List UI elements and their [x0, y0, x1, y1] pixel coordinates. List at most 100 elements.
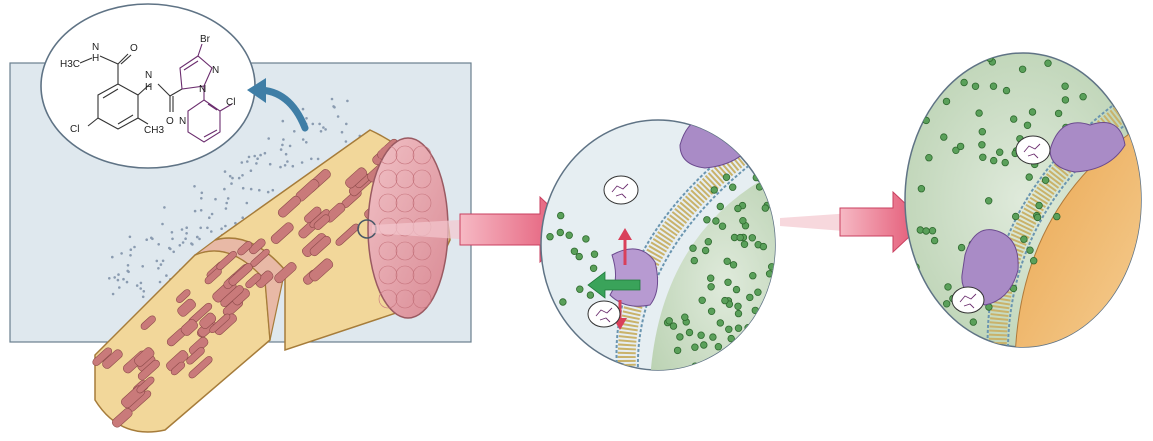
spray-droplet — [345, 140, 348, 143]
spray-droplet — [142, 296, 145, 299]
calcium-ion — [1045, 60, 1052, 67]
spray-droplet — [258, 189, 261, 192]
spray-droplet — [231, 177, 234, 180]
calcium-ion — [1002, 159, 1009, 166]
spray-droplet — [241, 174, 244, 177]
spray-droplet — [159, 281, 162, 284]
group-h3c: H3C — [60, 59, 80, 70]
calcium-ion — [929, 227, 936, 234]
calcium-ion — [725, 279, 732, 286]
calcium-ion — [957, 143, 964, 150]
calcium-ion — [686, 329, 693, 336]
calcium-ion — [760, 243, 767, 250]
calcium-ion — [755, 289, 762, 296]
calcium-ion — [711, 187, 718, 194]
calcium-ion — [557, 212, 564, 219]
spray-droplet — [289, 145, 292, 148]
spray-droplet — [126, 281, 129, 284]
calcium-ion — [1003, 87, 1010, 94]
spray-droplet — [317, 158, 320, 161]
calcium-ion — [1012, 213, 1019, 220]
spray-droplet — [111, 256, 114, 259]
atom-n-methylamide: N — [92, 42, 99, 53]
spray-droplet — [337, 115, 340, 118]
spray-droplet — [190, 242, 193, 245]
spray-droplet — [117, 273, 120, 276]
spray-droplet — [267, 191, 270, 194]
spray-droplet — [281, 144, 284, 147]
spray-droplet — [185, 226, 188, 229]
spray-droplet — [157, 267, 160, 270]
atom-cl-ring: Cl — [70, 124, 79, 135]
calcium-ion — [690, 245, 697, 252]
spray-droplet — [238, 177, 241, 180]
spray-droplet — [241, 216, 244, 219]
calcium-ion — [715, 343, 722, 350]
spray-droplet — [333, 106, 336, 109]
calcium-ion — [1029, 109, 1036, 116]
spray-droplet — [264, 152, 267, 155]
spray-droplet — [346, 100, 349, 103]
atom-n-pyrazole-1: N — [212, 65, 219, 76]
calcium-ion — [557, 229, 564, 236]
spray-droplet — [157, 243, 160, 246]
spray-droplet — [194, 210, 197, 213]
calcium-ion — [710, 334, 717, 341]
calcium-ion — [980, 154, 987, 161]
calcium-ion — [919, 81, 926, 88]
calcium-ion — [691, 257, 698, 264]
spray-droplet — [310, 158, 313, 161]
molecule-bubble-small — [588, 301, 620, 327]
spray-droplet — [208, 216, 211, 219]
spray-droplet — [345, 123, 348, 126]
calcium-ion — [1055, 110, 1062, 117]
calcium-ion — [750, 272, 757, 279]
calcium-ion — [942, 314, 949, 321]
spray-droplet — [200, 197, 203, 200]
calcium-ion — [735, 303, 742, 310]
spray-droplet — [224, 170, 227, 173]
spray-droplet — [133, 246, 136, 249]
calcium-ion — [701, 342, 708, 349]
calcium-ion — [583, 236, 590, 243]
calcium-ion — [699, 297, 706, 304]
calcium-ion — [923, 117, 930, 124]
spray-droplet — [196, 236, 199, 239]
calcium-ion — [576, 253, 583, 260]
spray-droplet — [112, 293, 115, 296]
spray-droplet — [250, 169, 253, 172]
atom-n-pyrazole-2: N — [199, 84, 206, 95]
spray-droplet — [322, 126, 325, 129]
calcium-ion — [990, 83, 997, 90]
calcium-ion — [571, 248, 578, 255]
spray-droplet — [320, 130, 323, 133]
calcium-ion — [762, 205, 769, 212]
calcium-ion — [566, 232, 573, 239]
spray-droplet — [210, 230, 213, 233]
spray-droplet — [246, 202, 249, 205]
calcium-ion — [904, 82, 911, 89]
calcium-ion — [918, 185, 925, 192]
spray-droplet — [285, 153, 288, 156]
calcium-ion — [591, 251, 598, 258]
spray-droplet — [230, 182, 233, 185]
spray-droplet — [127, 264, 130, 267]
calcium-ion — [1054, 213, 1061, 220]
calcium-ion — [735, 205, 742, 212]
calcium-ion — [723, 174, 730, 181]
calcium-ion — [931, 323, 938, 330]
spray-droplet — [201, 192, 204, 195]
spray-droplet — [171, 231, 174, 234]
calcium-ion — [943, 98, 950, 105]
spray-droplet — [117, 279, 120, 282]
calcium-ion — [1021, 236, 1028, 243]
calcium-ion — [702, 247, 709, 254]
calcium-ion — [1042, 177, 1049, 184]
atom-o-top: O — [130, 43, 138, 54]
spray-droplet — [145, 238, 148, 241]
spray-droplet — [168, 247, 171, 250]
calcium-ion — [677, 334, 684, 341]
spray-droplet — [172, 251, 175, 254]
spray-droplet — [284, 164, 287, 167]
spray-droplet — [305, 117, 308, 120]
